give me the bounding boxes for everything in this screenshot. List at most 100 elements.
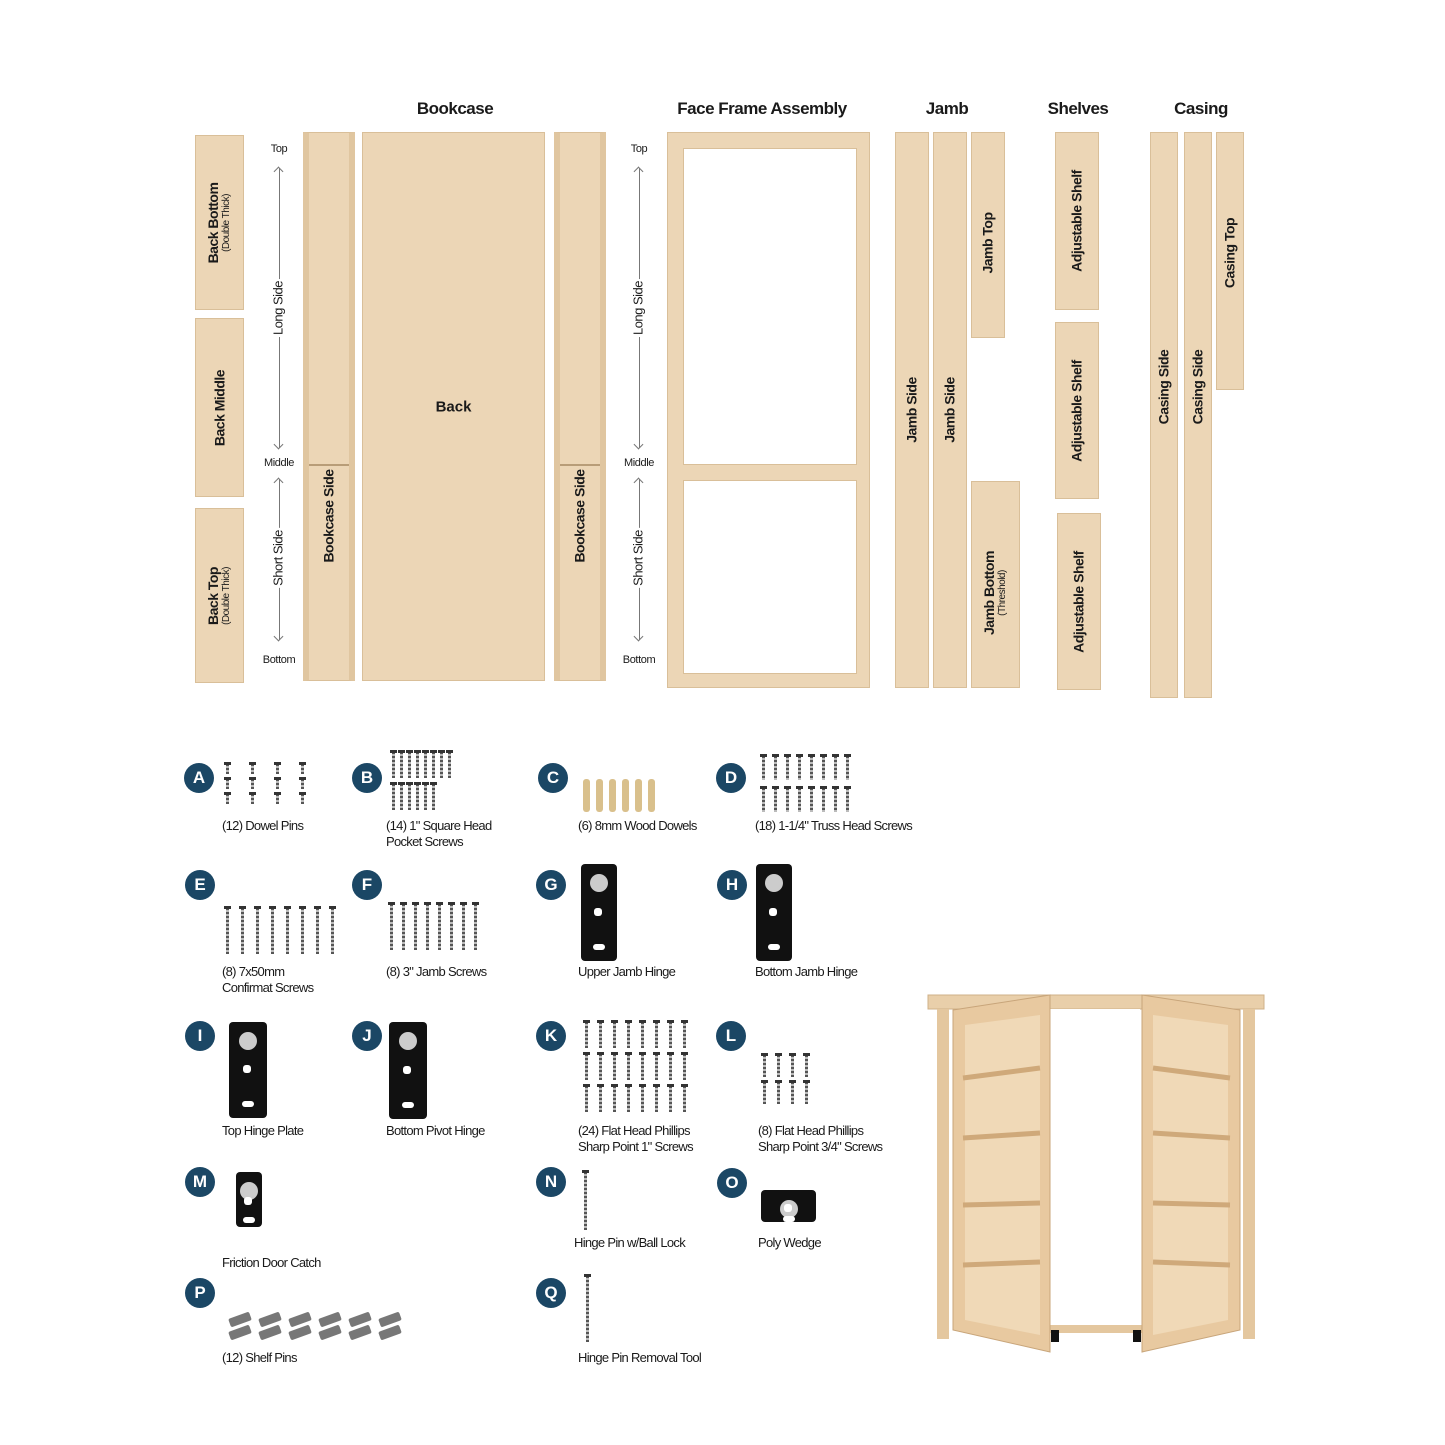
panel-back-bottom: Back Bottom(Double Thick): [195, 135, 244, 310]
pocket-screw-icon: [414, 750, 421, 778]
flat-head-screw-icon: [611, 1020, 618, 1048]
panel-label: Bookcase Side: [320, 469, 337, 563]
dowel-pin-icon: [274, 792, 281, 804]
flat-head-screw-icon: [775, 1053, 782, 1077]
item-letter-badge: N: [536, 1167, 566, 1197]
pocket-screw-icon: [390, 782, 397, 810]
jamb-screw-icon: [436, 902, 443, 950]
item-label: Poly Wedge: [758, 1235, 822, 1251]
flat-head-screw-icon: [625, 1052, 632, 1080]
truss-screw-icon: [844, 754, 851, 780]
pocket-screw-icon: [422, 782, 429, 810]
panel-note: (Double Thick): [220, 193, 232, 252]
flat-head-screw-icon: [667, 1084, 674, 1112]
pocket-screw-icon: [398, 782, 405, 810]
flat-head-screw-icon: [667, 1052, 674, 1080]
flat-head-screw-icon: [803, 1053, 810, 1077]
item-label: (6) 8mm Wood Dowels: [578, 818, 697, 834]
flat-head-screw-icon: [583, 1052, 590, 1080]
item-label-line: Pocket Screws: [386, 834, 464, 849]
panel-adjustable-shelf: Adjustable Shelf: [1055, 322, 1099, 499]
item-label: (12) Dowel Pins: [222, 818, 304, 834]
item-letter-badge: D: [716, 763, 746, 793]
confirmat-screw-icon: [329, 906, 336, 954]
panel-label: Bookcase Side: [571, 469, 588, 563]
item-letter-badge: C: [538, 763, 568, 793]
dowel-pin-icon: [274, 777, 281, 789]
truss-screw-icon: [808, 754, 815, 780]
flat-head-screw-icon: [681, 1052, 688, 1080]
flat-head-screw-icon: [789, 1053, 796, 1077]
item-letter-badge: F: [352, 870, 382, 900]
label-middle: Middle: [263, 457, 295, 469]
panel-label: Jamb Top: [979, 212, 996, 274]
panel-label: Back Top: [204, 566, 221, 625]
item-label: (12) Shelf Pins: [222, 1350, 297, 1366]
item-label-line: (8) Flat Head Phillips: [758, 1123, 864, 1138]
panel-back-middle: Back Middle: [195, 318, 244, 497]
heading-shelves: Shelves: [1047, 99, 1109, 118]
panel-label: Jamb Side: [941, 377, 958, 443]
item-label: Hinge Pin w/Ball Lock: [574, 1235, 686, 1251]
item-label-line: Poly Wedge: [758, 1235, 822, 1250]
pocket-screw-icon: [446, 750, 453, 778]
label-bottom: Bottom: [622, 654, 656, 666]
confirmat-screw-icon: [284, 906, 291, 954]
item-label: Friction Door Catch: [222, 1255, 321, 1271]
panel-adjustable-shelf: Adjustable Shelf: [1057, 513, 1101, 690]
flat-head-screw-icon: [653, 1084, 660, 1112]
pocket-screw-icon: [438, 750, 445, 778]
heading-face-frame: Face Frame Assembly: [677, 99, 847, 118]
panel-label: Jamb Bottom: [980, 550, 997, 635]
flat-head-screw-icon: [775, 1080, 782, 1104]
item-label-line: Upper Jamb Hinge: [578, 964, 676, 979]
truss-screw-icon: [808, 786, 815, 812]
flat-head-screw-icon: [803, 1080, 810, 1104]
item-letter-badge: A: [184, 763, 214, 793]
panel-casing-side: Casing Side: [1150, 132, 1178, 698]
jamb-screw-icon: [472, 902, 479, 950]
label-middle: Middle: [623, 457, 655, 469]
item-letter-badge: L: [716, 1021, 746, 1051]
panel-note: (Threshold): [996, 569, 1008, 616]
friction-door-catch-icon: [236, 1172, 262, 1227]
item-letter-badge: B: [352, 763, 382, 793]
dowel-pin-icon: [224, 762, 231, 774]
pocket-screw-icon: [406, 750, 413, 778]
truss-screw-icon: [760, 786, 767, 812]
dowel-pin-icon: [299, 777, 306, 789]
item-letter-badge: J: [352, 1021, 382, 1051]
truss-screw-icon: [820, 786, 827, 812]
label-top: Top: [630, 143, 648, 155]
truss-screw-icon: [820, 754, 827, 780]
panel-jamb-side: Jamb Side: [933, 132, 967, 688]
truss-screw-icon: [832, 786, 839, 812]
panel-label: Casing Side: [1155, 349, 1172, 425]
label-short-side: Short Side: [268, 528, 288, 588]
item-label-line: Sharp Point 1" Screws: [578, 1139, 694, 1154]
panel-jamb-bottom: Jamb Bottom(Threshold): [971, 481, 1020, 688]
item-label: (8) 3" Jamb Screws: [386, 964, 487, 980]
dowel-pin-icon: [249, 762, 256, 774]
item-label-line: Confirmat Screws: [222, 980, 314, 995]
flat-head-screw-icon: [789, 1080, 796, 1104]
flat-head-screw-icon: [761, 1053, 768, 1077]
item-label-line: Sharp Point 3/4" Screws: [758, 1139, 883, 1154]
panel-label: Adjustable Shelf: [1070, 550, 1087, 653]
flat-head-screw-icon: [597, 1020, 604, 1048]
label-top: Top: [270, 143, 288, 155]
flat-head-screw-icon: [653, 1020, 660, 1048]
bottom-pivot-hinge-icon: [389, 1022, 427, 1119]
poly-wedge-icon: [761, 1190, 816, 1223]
hinge-pin-removal-tool-icon: [584, 1274, 591, 1342]
panel-label: Back: [435, 398, 472, 415]
flat-head-screw-icon: [639, 1020, 646, 1048]
item-label-line: Hinge Pin w/Ball Lock: [574, 1235, 686, 1250]
item-label-line: Top Hinge Plate: [222, 1123, 304, 1138]
panel-bookcase-side-right: Bookcase Side: [554, 132, 606, 681]
confirmat-screw-icon: [224, 906, 231, 954]
hinge-pin-icon: [582, 1170, 589, 1230]
label-short-side: Short Side: [628, 528, 648, 588]
pocket-screw-icon: [390, 750, 397, 778]
